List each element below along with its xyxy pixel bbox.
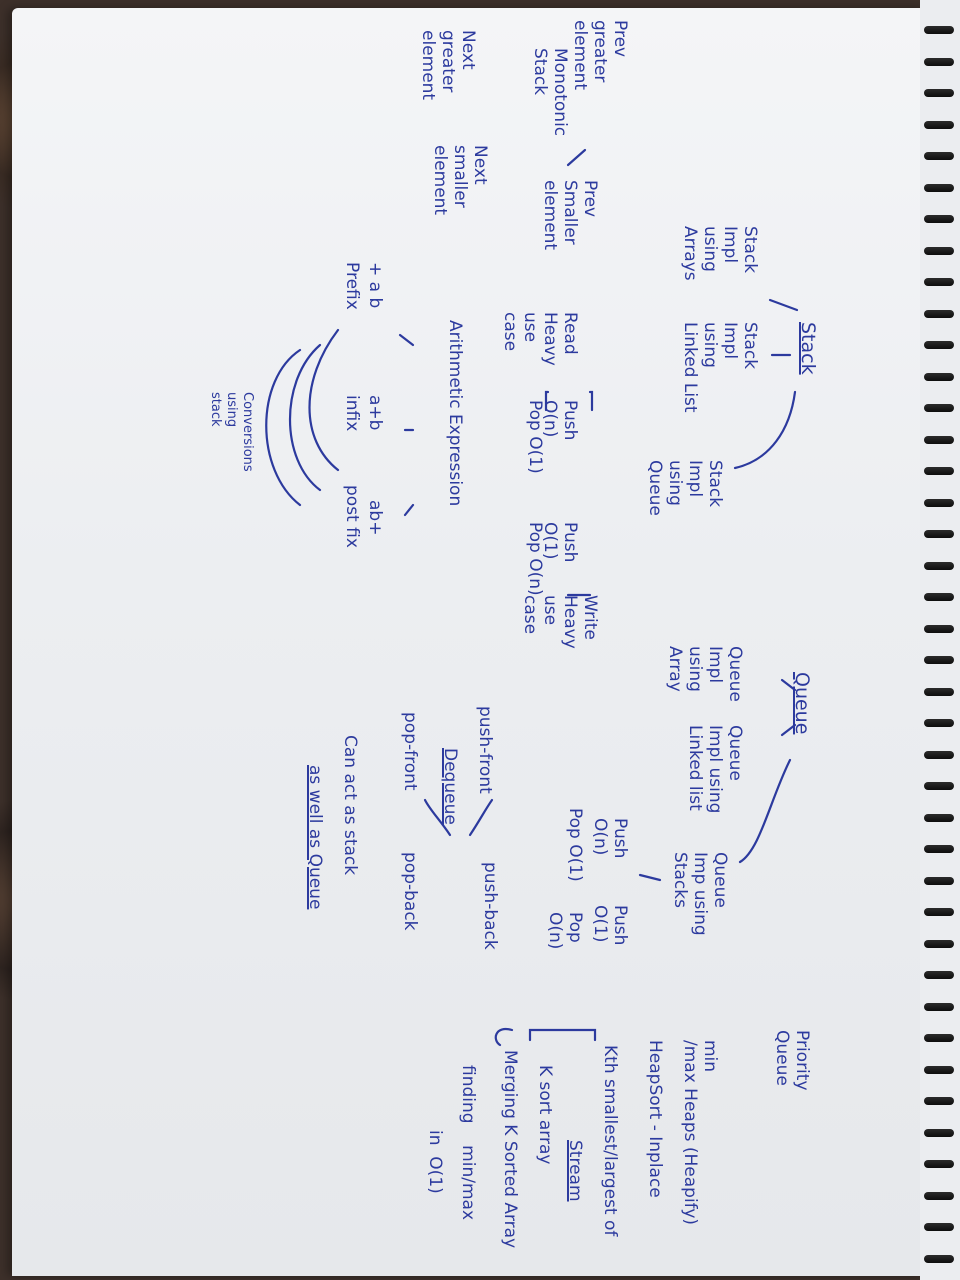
conversion-arc-3 (265, 348, 302, 507)
spiral-ring (924, 1065, 954, 1074)
spiral-ring (924, 561, 954, 570)
spiral-ring (924, 1002, 954, 1011)
spiral-ring (924, 1034, 954, 1042)
spiral-ring (924, 971, 954, 979)
spiral-ring (924, 908, 954, 916)
dequeue-arc-bottom (423, 798, 452, 837)
spiral-ring (924, 1254, 954, 1263)
spiral-ring (924, 624, 954, 633)
spiral-ring (924, 1097, 954, 1105)
spiral-ring (924, 404, 954, 412)
notebook-page (12, 8, 927, 1276)
spiral-ring (924, 341, 954, 349)
monotonic-to-prev-smaller-arrow (566, 148, 587, 167)
spiral-ring (924, 530, 954, 538)
spiral-ring (924, 687, 954, 696)
spiral-ring (924, 26, 954, 34)
spiral-ring (924, 372, 954, 381)
conversion-arc-1 (308, 328, 340, 472)
spiral-ring (924, 813, 954, 822)
dequeue-arc-top (468, 798, 494, 837)
conversion-arc-2 (288, 343, 322, 492)
read-bracket-2 (544, 390, 550, 412)
queue-to-array-arrow (780, 678, 797, 692)
spiral-ring (924, 656, 954, 664)
queue-to-stacks-arrow (738, 758, 792, 864)
stacks-to-ops-arrow (638, 873, 662, 882)
arithmetic-arrow-left (398, 333, 415, 347)
spiral-ring (924, 309, 954, 318)
spiral-ring (924, 435, 954, 444)
stack-to-queue-impl-arrow (733, 390, 797, 470)
spiral-ring (924, 1128, 954, 1137)
spiral-ring (924, 120, 954, 129)
spiral-ring (924, 183, 954, 192)
spiral-ring (924, 278, 954, 286)
arithmetic-arrow-right (403, 503, 415, 517)
spiral-ring (924, 719, 954, 727)
spiral-ring (924, 1223, 954, 1231)
spiral-ring (924, 593, 954, 601)
read-bracket (588, 390, 594, 412)
spiral-ring (924, 152, 954, 160)
spiral-ring (924, 782, 954, 790)
spiral-ring (924, 1160, 954, 1168)
merge-bracket (494, 1027, 514, 1047)
spiral-ring (924, 246, 954, 255)
spiral-ring (924, 750, 954, 759)
spiral-ring (924, 57, 954, 66)
kth-bracket (528, 1028, 597, 1042)
spiral-ring (924, 876, 954, 885)
spiral-ring (924, 498, 954, 507)
spiral-ring (924, 215, 954, 223)
queue-to-linkedlist-arrow (780, 723, 797, 737)
spiral-ring (924, 89, 954, 97)
spiral-ring (924, 467, 954, 475)
spiral-ring (924, 845, 954, 853)
spiral-binding (920, 0, 960, 1280)
spiral-ring (924, 939, 954, 948)
stack-to-arrays-arrow (768, 298, 799, 312)
spiral-ring (924, 1191, 954, 1200)
